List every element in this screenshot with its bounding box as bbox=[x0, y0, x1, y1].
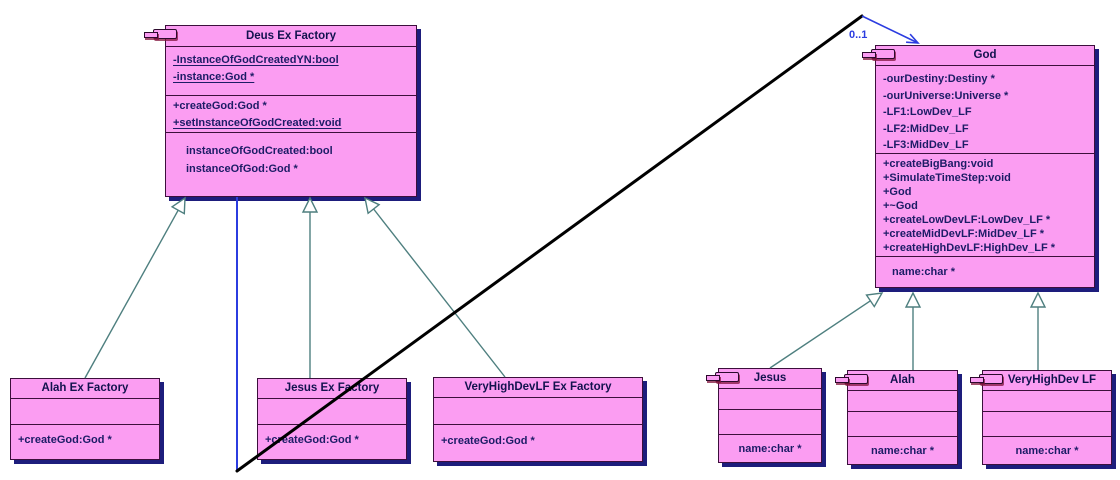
multiplicity-label: 0..1 bbox=[849, 29, 868, 41]
generalization-alahex-to-deus[interactable] bbox=[84, 196, 186, 379]
class-title: VeryHighDev LF bbox=[1007, 374, 1097, 386]
attributes-compartment bbox=[434, 397, 642, 424]
generalization-jesusex-to-deus[interactable] bbox=[301, 196, 319, 378]
generalization-jesus-to-god[interactable] bbox=[769, 292, 884, 369]
attribute: -InstanceOfGodCreatedYN:bool bbox=[173, 54, 339, 66]
class-veryhighdev-lf[interactable]: VeryHighDev LF name:char * bbox=[982, 370, 1112, 465]
class-title: Deus Ex Factory bbox=[245, 30, 337, 42]
properties-compartment: name:char * bbox=[719, 434, 821, 462]
class-title: Alah Ex Factory bbox=[41, 382, 129, 394]
class-god[interactable]: God -ourDestiny:Destiny * -ourUniverse:U… bbox=[875, 45, 1095, 288]
operation: +~God bbox=[883, 200, 918, 212]
generalization-alah-to-god[interactable] bbox=[904, 291, 922, 370]
attributes-compartment bbox=[983, 390, 1111, 411]
operation: +createGod:God * bbox=[173, 100, 267, 112]
class-jesus-ex-factory[interactable]: Jesus Ex Factory +createGod:God * bbox=[257, 378, 407, 460]
operation: +createBigBang:void bbox=[883, 158, 994, 170]
open-arrowhead-icon bbox=[906, 33, 920, 44]
attributes-compartment bbox=[719, 388, 821, 409]
class-title: Alah bbox=[890, 374, 915, 386]
attributes-compartment bbox=[258, 398, 406, 424]
operations-compartment: +createGod:God * bbox=[11, 424, 159, 459]
class-title: God bbox=[973, 49, 997, 61]
operations-compartment: +createGod:God * bbox=[434, 424, 642, 461]
properties-compartment: name:char * bbox=[848, 436, 957, 464]
operations-compartment: +createGod:God * bbox=[258, 424, 406, 459]
operations-compartment bbox=[983, 411, 1111, 436]
property: name:char * bbox=[871, 445, 934, 457]
operation: +setInstanceOfGodCreated:void bbox=[173, 117, 342, 129]
class-icon bbox=[144, 28, 178, 42]
attributes-compartment: -ourDestiny:Destiny * -ourUniverse:Unive… bbox=[876, 65, 1094, 153]
operations-compartment bbox=[848, 411, 957, 436]
property: instanceOfGodCreated:bool bbox=[186, 145, 333, 157]
class-veryhighdevlf-ex-factory[interactable]: VeryHighDevLF Ex Factory +createGod:God … bbox=[433, 377, 643, 462]
operations-compartment: +createBigBang:void +SimulateTimeStep:vo… bbox=[876, 153, 1094, 256]
operation: +God bbox=[883, 186, 912, 198]
attribute: -LF1:LowDev_LF bbox=[883, 106, 972, 118]
class-title: Jesus Ex Factory bbox=[284, 382, 380, 394]
class-alah[interactable]: Alah name:char * bbox=[847, 370, 958, 465]
properties-compartment: name:char * bbox=[983, 436, 1111, 464]
operation: +createGod:God * bbox=[18, 434, 112, 446]
operation: +createGod:God * bbox=[441, 435, 535, 447]
class-title: VeryHighDevLF Ex Factory bbox=[464, 381, 612, 393]
class-icon bbox=[970, 373, 1004, 387]
class-icon bbox=[706, 371, 740, 385]
property: name:char * bbox=[738, 443, 802, 455]
operation: +createGod:God * bbox=[265, 434, 359, 446]
attribute: -ourUniverse:Universe * bbox=[883, 89, 1009, 102]
attributes-compartment bbox=[848, 390, 957, 411]
property: name:char * bbox=[1015, 445, 1079, 457]
operation: +createLowDevLF:LowDev_LF * bbox=[883, 214, 1051, 226]
generalization-veryex-to-deus[interactable] bbox=[364, 196, 506, 378]
property: name:char * bbox=[892, 266, 955, 278]
generalization-verylf-to-god[interactable] bbox=[1029, 291, 1047, 370]
attribute: -LF3:MidDev_LF bbox=[883, 139, 969, 151]
operation: +SimulateTimeStep:void bbox=[883, 172, 1011, 184]
attributes-compartment: -InstanceOfGodCreatedYN:bool -instance:G… bbox=[166, 46, 416, 95]
properties-compartment: name:char * bbox=[876, 256, 1094, 287]
properties-compartment: instanceOfGodCreated:bool instanceOfGod:… bbox=[166, 132, 416, 196]
operation: +createMidDevLF:MidDev_LF * bbox=[883, 228, 1045, 240]
class-icon bbox=[835, 373, 869, 387]
property: instanceOfGod:God * bbox=[186, 163, 298, 175]
operations-compartment: +createGod:God * +setInstanceOfGodCreate… bbox=[166, 95, 416, 132]
attribute: -LF2:MidDev_LF bbox=[883, 122, 969, 135]
attribute: -ourDestiny:Destiny * bbox=[883, 73, 995, 85]
attributes-compartment bbox=[11, 398, 159, 424]
class-alah-ex-factory[interactable]: Alah Ex Factory +createGod:God * bbox=[10, 378, 160, 460]
attribute: -instance:God * bbox=[173, 71, 255, 83]
operation: +createHighDevLF:HighDev_LF * bbox=[883, 242, 1056, 254]
operations-compartment bbox=[719, 409, 821, 434]
class-deus-ex-factory[interactable]: Deus Ex Factory -InstanceOfGodCreatedYN:… bbox=[165, 25, 417, 197]
class-icon bbox=[862, 48, 896, 62]
